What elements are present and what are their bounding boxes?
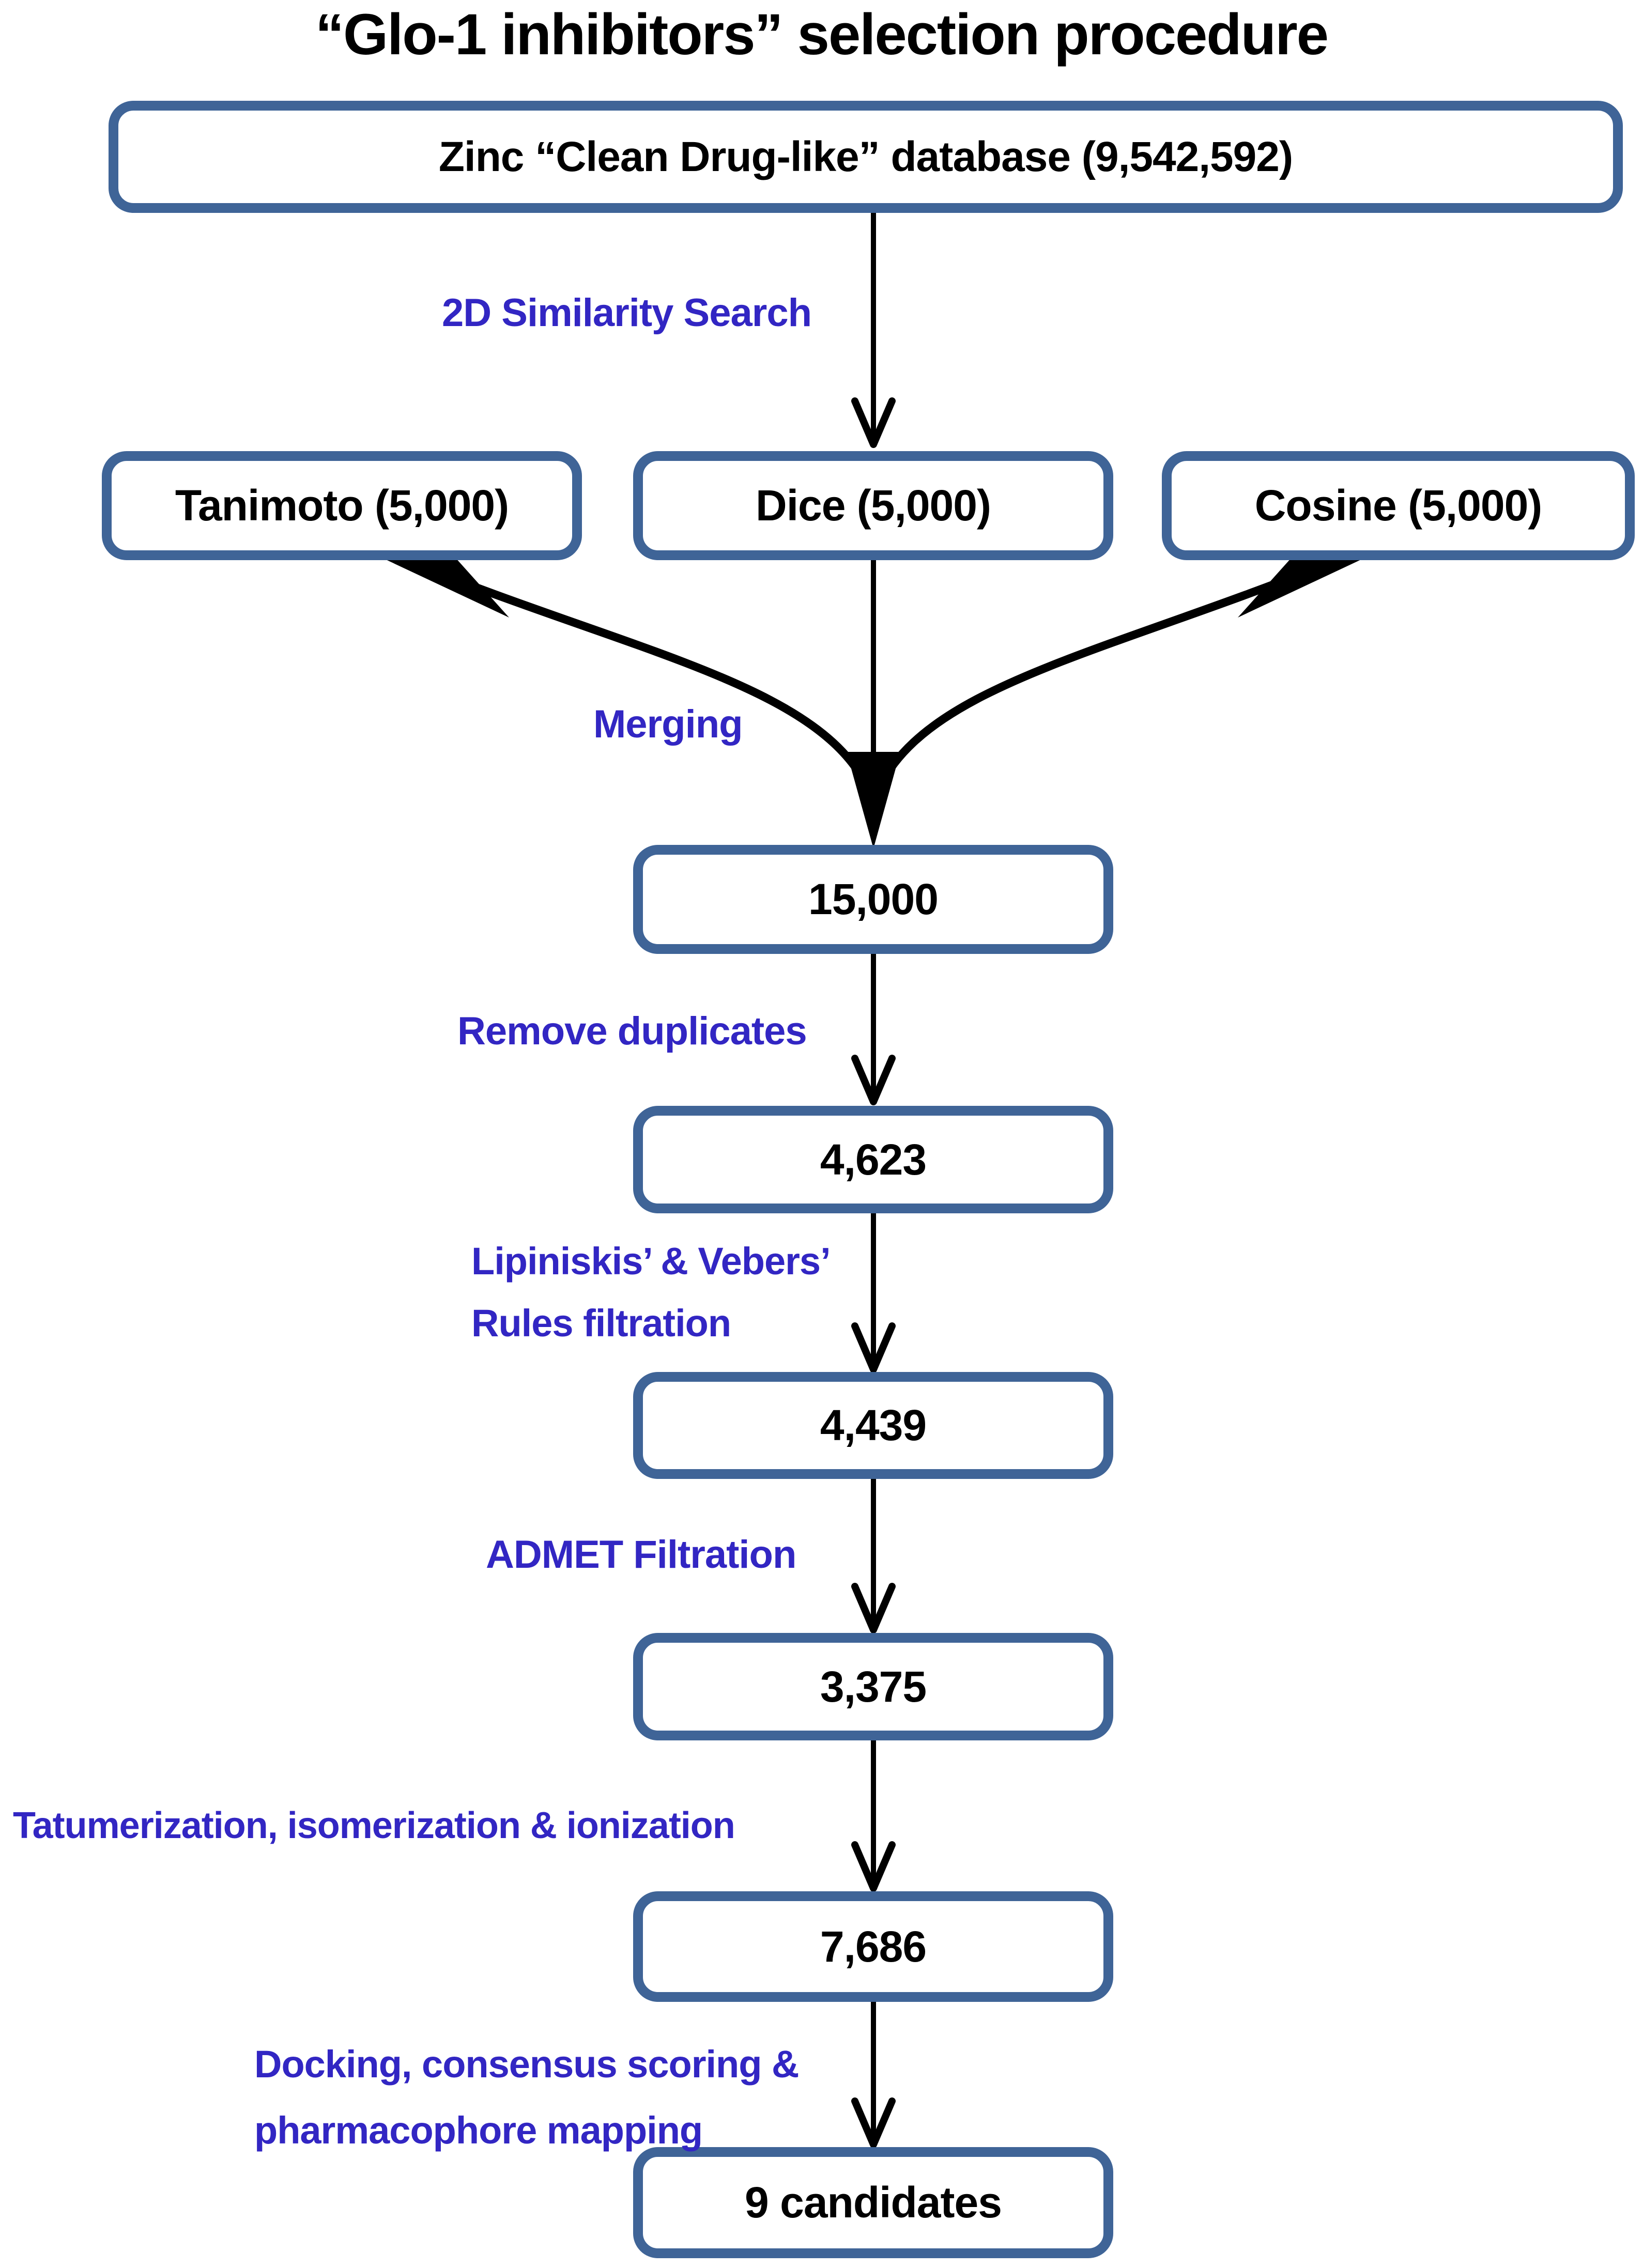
- node-dice: Dice (5,000): [633, 451, 1113, 560]
- step-merging: Merging: [593, 702, 743, 746]
- merge-arrowhead: [847, 752, 900, 848]
- node-tanimoto: Tanimoto (5,000): [102, 451, 582, 560]
- step-rules-filtration-line1: Lipiniskis’ & Vebers’: [471, 1240, 831, 1283]
- step-state-generation: Tatumerization, isomerization & ionizati…: [13, 1805, 735, 1846]
- node-after-admet-filtration-label: 3,375: [820, 1662, 927, 1711]
- node-after-rules-filtration: 4,439: [633, 1372, 1113, 1479]
- step-docking-line2: pharmacophore mapping: [254, 2109, 703, 2152]
- curve-tanimoto-wedge: [380, 557, 509, 618]
- node-after-remove-duplicates: 4,623: [633, 1106, 1113, 1213]
- node-after-state-generation: 7,686: [633, 1891, 1113, 2002]
- arrow-states-to-final-head: [851, 2097, 896, 2148]
- node-tanimoto-label: Tanimoto (5,000): [175, 481, 509, 530]
- curve-cosine-to-merge: [871, 559, 1332, 800]
- step-rules-filtration-line2: Rules filtration: [471, 1302, 731, 1345]
- node-merged-total: 15,000: [633, 845, 1113, 954]
- node-cosine: Cosine (5,000): [1162, 451, 1635, 560]
- arrow-merged-to-dedup-head: [851, 1055, 896, 1105]
- step-remove-duplicates: Remove duplicates: [457, 1009, 807, 1053]
- node-after-remove-duplicates-label: 4,623: [820, 1135, 927, 1184]
- page-title: “Glo-1 inhibitors” selection procedure: [315, 2, 1329, 67]
- node-final-candidates: 9 candidates: [633, 2147, 1113, 2258]
- node-zinc-database: Zinc “Clean Drug-like” database (9,542,5…: [109, 101, 1623, 213]
- arrow-rules-to-admet-head: [851, 1583, 896, 1633]
- node-dice-label: Dice (5,000): [756, 481, 991, 530]
- arrow-dedup-to-rules-head: [851, 1322, 896, 1373]
- node-final-candidates-label: 9 candidates: [745, 2178, 1002, 2227]
- node-merged-total-label: 15,000: [808, 875, 939, 923]
- node-after-admet-filtration: 3,375: [633, 1633, 1113, 1740]
- node-cosine-label: Cosine (5,000): [1254, 481, 1543, 530]
- step-similarity-search: 2D Similarity Search: [442, 291, 812, 335]
- node-zinc-database-label: Zinc “Clean Drug-like” database (9,542,5…: [438, 133, 1293, 180]
- node-after-state-generation-label: 7,686: [820, 1922, 927, 1971]
- curve-tanimoto-to-merge: [409, 559, 876, 800]
- curve-cosine-wedge: [1238, 557, 1366, 618]
- step-docking-line1: Docking, consensus scoring &: [254, 2043, 799, 2086]
- arrow-admet-to-states-head: [851, 1841, 896, 1892]
- node-after-rules-filtration-label: 4,439: [820, 1401, 927, 1449]
- step-admet-filtration: ADMET Filtration: [486, 1533, 796, 1577]
- arrow-zinc-to-dice-head: [851, 397, 896, 448]
